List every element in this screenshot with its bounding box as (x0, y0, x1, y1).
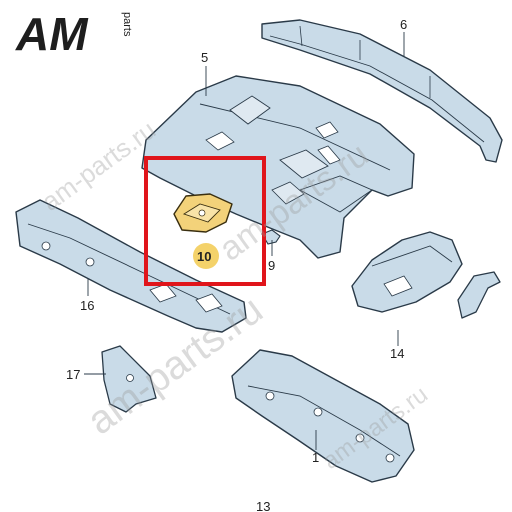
part-16-crossmember (15, 199, 247, 333)
part-1-member (231, 349, 415, 483)
brand-logo: AM parts (15, 8, 133, 60)
callout-6: 6 (400, 17, 407, 32)
callout-14: 14 (390, 346, 404, 361)
callout-17: 17 (66, 367, 80, 382)
leader-lines (84, 32, 405, 450)
callout-10: 10 (197, 249, 211, 264)
small-bracket (457, 271, 501, 319)
callout-1: 1 (312, 450, 319, 465)
part-5-rear-shelf (141, 75, 415, 259)
part-6-rail (261, 19, 503, 163)
part-10-highlighted (173, 193, 233, 233)
callout-5: 5 (201, 50, 208, 65)
callout-9: 9 (268, 258, 275, 273)
part-14-bracket (351, 231, 463, 313)
part-17-plate (101, 345, 157, 413)
logo-text: AM (15, 8, 89, 60)
highlight-frame (144, 156, 266, 286)
callout-10-badge: 10 (193, 243, 219, 269)
part-9-clip (261, 229, 281, 245)
callout-16: 16 (80, 298, 94, 313)
logo-subtext: parts (121, 12, 133, 37)
callout-13: 13 (256, 499, 270, 512)
